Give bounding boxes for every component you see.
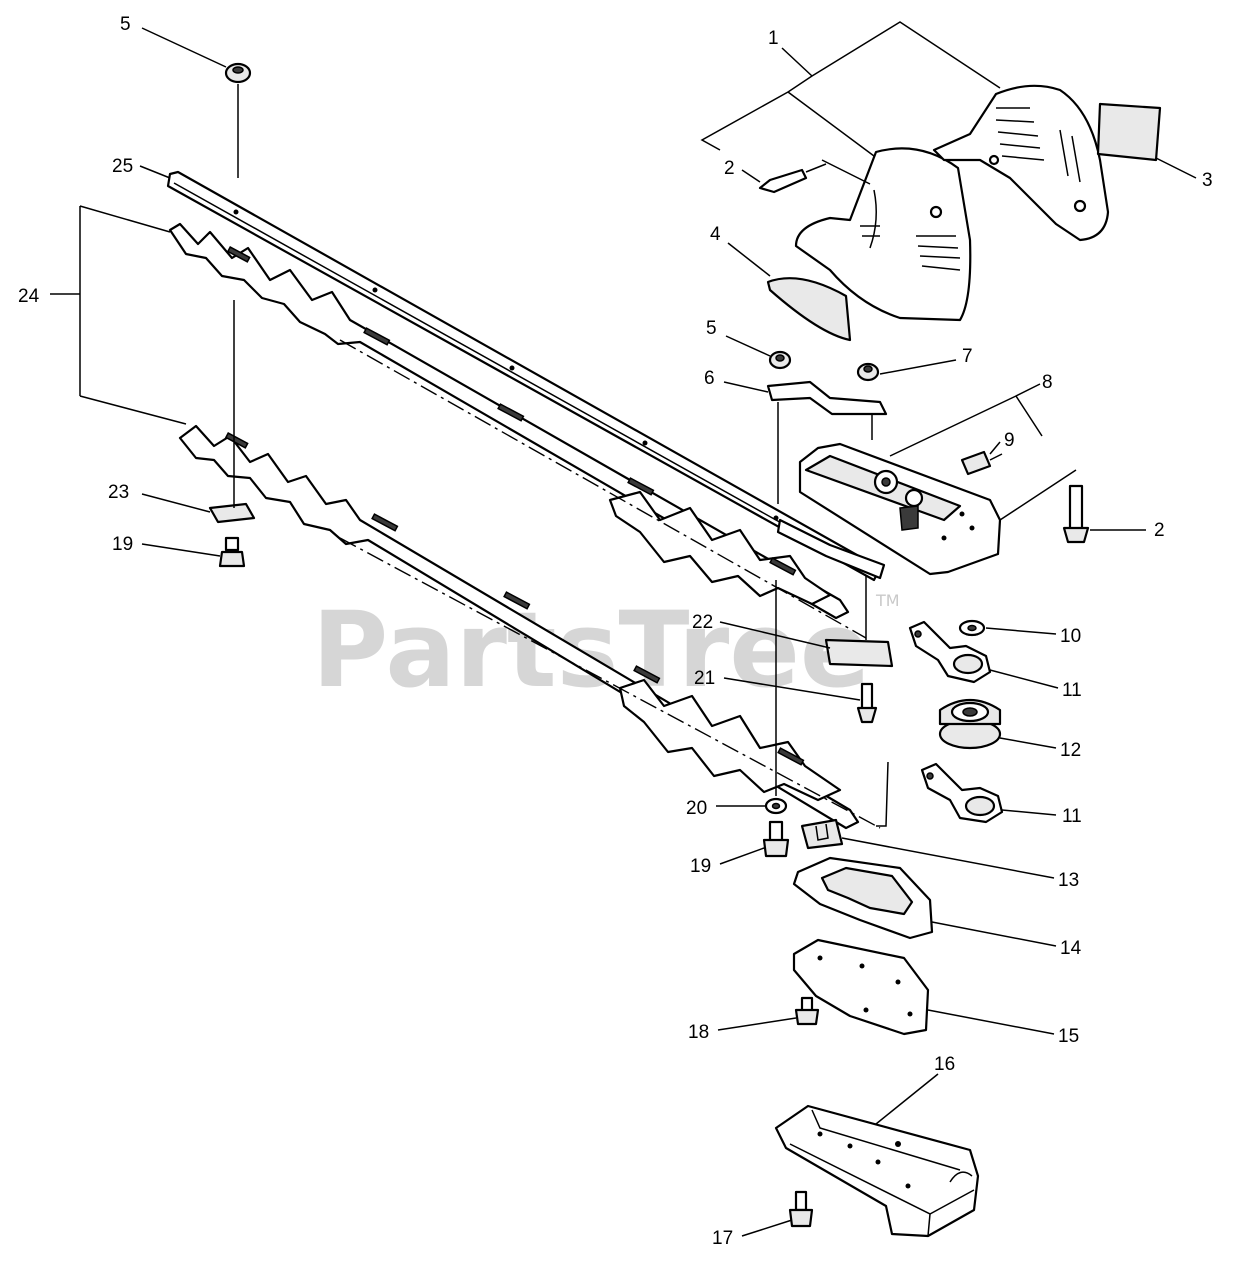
part-17-bolt [788, 1190, 814, 1228]
callout-2-right: 2 [1154, 520, 1165, 541]
part-2-screw-top [758, 163, 827, 194]
callout-1: 1 [768, 28, 779, 49]
part-16-guard [774, 1104, 980, 1238]
callout-25: 25 [112, 156, 133, 177]
part-18-bolt [794, 996, 820, 1026]
part-19-bolt-left [218, 536, 246, 568]
watermark-text: PartsTree [312, 589, 870, 711]
part-7-nut [856, 362, 880, 382]
guide-line-lower [339, 537, 881, 829]
part-15-bottom-plate [792, 938, 930, 1036]
part-10-washer [958, 619, 986, 637]
part-24-lower-blade [178, 424, 860, 830]
callout-9: 9 [1004, 430, 1015, 451]
part-11-crank-arm-upper [908, 620, 992, 684]
part-12-eccentric-gear [938, 699, 1002, 750]
part-2-screw-right [1062, 484, 1090, 544]
callout-19-right: 19 [690, 856, 711, 877]
part-24-upper-blade [168, 222, 850, 620]
callout-labels: 1 2 2 3 4 5 5 6 7 8 9 10 11 11 12 13 14 … [18, 14, 1213, 1249]
part-8-gear-case [798, 442, 1002, 576]
part-5-nut-mid [768, 350, 792, 370]
part-25-upper-bar [166, 170, 886, 582]
part-4-pad [766, 277, 852, 342]
callout-14: 14 [1060, 938, 1082, 959]
part-20-washer [764, 580, 788, 815]
callout-6: 6 [704, 368, 715, 389]
callout-20: 20 [686, 798, 707, 819]
callout-11-upper: 11 [1062, 680, 1082, 701]
part-13-clip [800, 818, 844, 850]
callout-5-mid: 5 [706, 318, 717, 339]
part-6-bracket [766, 380, 888, 504]
part-21-screw [856, 682, 878, 724]
callout-12: 12 [1060, 740, 1081, 761]
callout-4: 4 [710, 224, 721, 245]
callout-22: 22 [692, 612, 713, 633]
part-9-plug [960, 450, 1003, 476]
callout-18: 18 [688, 1022, 709, 1043]
callout-5-top: 5 [120, 14, 131, 35]
part-1-front-cover [794, 147, 972, 322]
callout-11-lower: 11 [1062, 806, 1082, 827]
callout-2-top: 2 [724, 158, 735, 179]
part-11-crank-arm-lower [876, 761, 1004, 827]
leader-lines [50, 21, 1197, 1237]
callout-24: 24 [18, 286, 40, 307]
callout-3: 3 [1202, 170, 1213, 191]
callout-8: 8 [1042, 372, 1053, 393]
callout-23: 23 [108, 482, 129, 503]
part-5-nut-top [224, 62, 252, 178]
part-19-bolt-right [762, 820, 790, 858]
guide-line-upper [339, 339, 867, 639]
part-3-decal [1096, 102, 1162, 162]
callout-17: 17 [712, 1228, 733, 1249]
part-14-gasket [792, 856, 934, 940]
callout-15: 15 [1058, 1026, 1079, 1047]
part-22-plate [824, 576, 894, 668]
callout-7: 7 [962, 346, 973, 367]
part-23-plate [208, 300, 256, 524]
callout-21: 21 [694, 668, 715, 689]
callout-19-left: 19 [112, 534, 133, 555]
part-1-rear-cover [932, 84, 1110, 242]
watermark-trademark: TM [875, 591, 900, 610]
callout-10: 10 [1060, 626, 1081, 647]
callout-16: 16 [934, 1054, 955, 1075]
callout-13: 13 [1058, 870, 1079, 891]
